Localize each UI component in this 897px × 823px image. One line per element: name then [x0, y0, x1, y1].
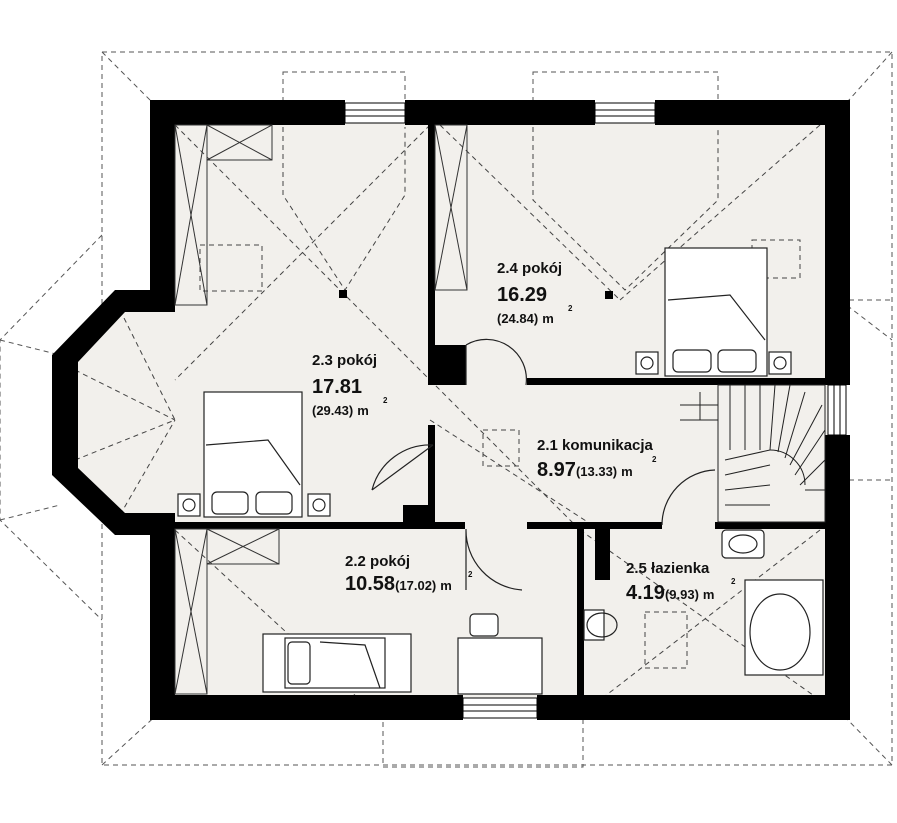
room-area: 8.97	[537, 459, 576, 481]
room-id: 2.2	[345, 553, 366, 570]
room-unit: m	[703, 587, 715, 602]
room-name: łazienka	[651, 560, 710, 577]
svg-text:(24.84)m: (24.84) m	[497, 311, 554, 326]
area-exponent: 2	[383, 396, 388, 405]
svg-text:4.19(9.93)m: 4.19(9.93) m	[626, 582, 714, 604]
room-name: pokój	[370, 553, 410, 570]
area-exponent: 2	[568, 304, 573, 313]
windows	[344, 102, 847, 719]
room-id: 2.5	[626, 560, 647, 577]
room-name: pokój	[337, 352, 377, 369]
room-unit: m	[440, 578, 452, 593]
chair	[469, 613, 499, 637]
svg-text:2.2 pokój: 2.2 pokój	[345, 553, 410, 570]
furniture	[177, 247, 824, 695]
vent-marker	[605, 291, 613, 299]
area-exponent: 2	[731, 577, 736, 586]
area-exponent: 2	[468, 570, 473, 579]
room-area: 10.58	[345, 573, 395, 595]
svg-text:8.97(13.33)m: 8.97(13.33) m	[537, 459, 633, 481]
room-gross-area: (17.02)	[395, 578, 436, 593]
room-label-2-1: 2.1 komunikacja 8.97(13.33) m 2	[537, 437, 657, 481]
room-name: pokój	[522, 260, 562, 277]
room-gross-area: (24.84)	[497, 311, 538, 326]
svg-text:10.58(17.02)m: 10.58(17.02) m	[345, 573, 452, 595]
sink	[721, 529, 765, 559]
room-gross-area: (29.43)	[312, 403, 353, 418]
floor-area	[65, 115, 835, 710]
staircase	[680, 384, 826, 523]
room-area: 17.81	[312, 376, 362, 398]
vent-marker	[339, 290, 347, 298]
svg-text:2.3 pokój: 2.3 pokój	[312, 352, 377, 369]
room-name: komunikacja	[562, 437, 654, 454]
room-id: 2.4	[497, 260, 519, 277]
room-id: 2.1	[537, 437, 558, 454]
svg-text:(29.43)m: (29.43) m	[312, 403, 369, 418]
svg-text:2.4 pokój: 2.4 pokój	[497, 260, 562, 277]
room-gross-area: (9.93)	[665, 587, 699, 602]
doors	[371, 338, 716, 591]
room-unit: m	[542, 311, 554, 326]
room-id: 2.3	[312, 352, 333, 369]
room-label-2-5: 2.5 łazienka 4.19(9.93) m 2	[626, 560, 736, 604]
desk	[457, 637, 543, 695]
room-label-2-4: 2.4 pokój 16.29 (24.84) m 2	[497, 260, 573, 326]
toilet	[583, 609, 605, 641]
room-area: 4.19	[626, 582, 665, 604]
room-label-2-3: 2.3 pokój 17.81 (29.43) m 2	[312, 352, 388, 418]
wardrobes	[174, 124, 468, 695]
room-gross-area: (13.33)	[576, 464, 617, 479]
walls	[52, 100, 850, 720]
svg-text:2.5 łazienka: 2.5 łazienka	[626, 560, 710, 577]
room-area: 16.29	[497, 284, 547, 306]
room-unit: m	[621, 464, 633, 479]
room-label-2-2: 2.2 pokój 10.58(17.02) m 2	[345, 553, 473, 595]
area-exponent: 2	[652, 455, 657, 464]
room-unit: m	[357, 403, 369, 418]
svg-text:2.1 komunikacja: 2.1 komunikacja	[537, 437, 654, 454]
